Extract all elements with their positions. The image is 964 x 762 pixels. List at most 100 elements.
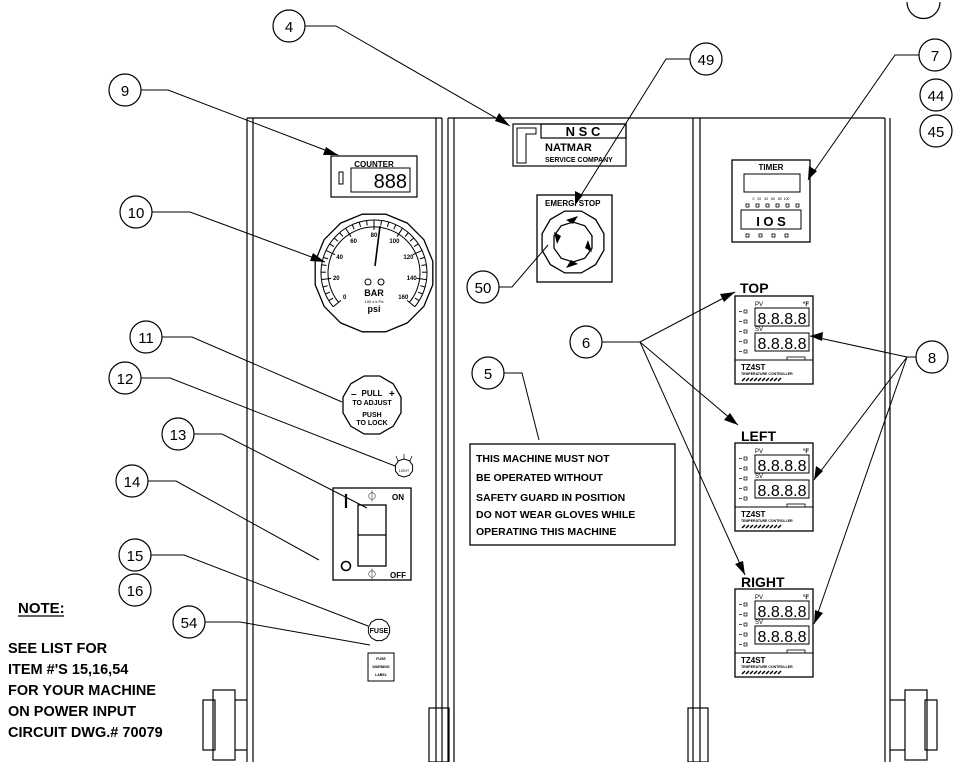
emergency-stop-label: EMERG. STOP <box>545 199 601 208</box>
logo-letters: N S C <box>566 124 601 139</box>
gauge-unit-psi: psi <box>367 304 380 314</box>
gauge-tick <box>366 220 368 226</box>
gauge-tick <box>404 232 409 237</box>
gauge-tick <box>386 221 390 228</box>
fuse-warning-label: FUSE WARNING LABEL <box>367 652 395 682</box>
gauge-tick <box>406 300 416 308</box>
fuse-holder: FUSE <box>367 618 391 642</box>
callout-54: 54 <box>172 605 206 639</box>
gauge-tick <box>419 256 425 260</box>
warning-line-2: BE OPERATED WITHOUT <box>476 472 604 484</box>
gauge-tick-label: 100 <box>389 239 400 245</box>
gauge-tick <box>323 256 329 260</box>
callout-7: 7 <box>918 38 952 72</box>
timer-title: TIMER <box>759 163 784 172</box>
gauge-tick-label: 40 <box>336 255 343 261</box>
timer-display: I O S <box>756 214 786 229</box>
callout-15-text: 15 <box>127 548 144 565</box>
controller-caption: TEMPERATURE CONTROLLER <box>741 372 793 376</box>
controller-sv-label: SV <box>755 327 763 333</box>
controller-sv-display: 8.8.8.8 <box>758 629 807 646</box>
callout-54-text: 54 <box>181 615 198 632</box>
controller-caption: TEMPERATURE CONTROLLER <box>741 519 793 523</box>
fuse-warning-l3: LABEL <box>375 673 388 677</box>
controller-left-label: LEFT <box>741 428 776 444</box>
warning-sign: THIS MACHINE MUST NOT BE OPERATED WITHOU… <box>469 443 676 546</box>
gauge-needle <box>374 225 381 267</box>
note-line-3: FOR YOUR MACHINE <box>8 683 156 699</box>
gauge-tick <box>325 249 336 256</box>
gauge-tick <box>322 285 328 288</box>
gauge-tick-label: 60 <box>350 239 357 245</box>
controller-unit: °F <box>803 302 809 308</box>
note-line-1: SEE LIST FOR <box>8 641 108 657</box>
note-heading: NOTE: <box>18 600 65 617</box>
counter-title: COUNTER <box>354 160 394 169</box>
regulator-knob[interactable]: – PULL + TO ADJUST PUSH TO LOCK <box>342 375 402 435</box>
controller-unit: °F <box>803 449 809 455</box>
callout-partial-top-right <box>906 1 941 20</box>
callout-45-text: 45 <box>928 124 945 141</box>
gauge-tick <box>393 224 397 230</box>
controller-model: TZ4ST <box>741 656 766 665</box>
controller-top-label: TOP <box>740 280 769 296</box>
rocker-switch[interactable]: ⏀ ON ⏀ OFF <box>332 487 412 581</box>
counter-value: 888 <box>374 171 407 193</box>
note-line-4: ON POWER INPUT <box>8 704 136 720</box>
callout-7-text: 7 <box>931 48 939 65</box>
controller-sv-display: 8.8.8.8 <box>758 336 807 353</box>
callout-13-text: 13 <box>170 427 187 444</box>
logo-subtitle: SERVICE COMPANY <box>545 157 613 164</box>
callout-5-text: 5 <box>484 366 492 383</box>
callout-6: 6 <box>569 325 603 359</box>
callout-16-text: 16 <box>127 583 144 600</box>
emergency-stop-button[interactable]: EMERG. STOP <box>536 194 613 283</box>
gauge-tick-label: 0 <box>343 295 347 301</box>
gauge-tick <box>413 243 419 248</box>
callout-11: 11 <box>129 320 163 354</box>
gauge-tick-label: 140 <box>407 276 418 282</box>
callout-9-text: 9 <box>121 83 129 100</box>
gauge-tick <box>329 243 335 248</box>
callout-9: 9 <box>108 73 142 107</box>
callout-50: 50 <box>466 270 500 304</box>
gauge-tick <box>396 228 403 237</box>
warning-line-1: THIS MACHINE MUST NOT <box>476 453 610 465</box>
note-line-5: CIRCUIT DWG.# 70079 <box>8 725 163 741</box>
controller-sv-label: SV <box>755 474 763 480</box>
gauge-unit-bar: BAR <box>364 288 384 298</box>
note-line-2: ITEM #'S 15,16,54 <box>8 662 128 678</box>
gauge-tick <box>412 249 423 256</box>
gauge-tick <box>325 291 331 295</box>
gauge-tick <box>332 300 342 308</box>
controller-pv-label: PV <box>755 595 763 601</box>
gauge-outline <box>314 213 434 333</box>
callout-6-text: 6 <box>582 335 590 352</box>
callout-49: 49 <box>689 42 723 76</box>
gauge-tick <box>420 285 426 288</box>
callouts: 4 49 7 44 45 9 10 50 <box>108 1 953 639</box>
gauge-tick <box>333 237 339 242</box>
regulator-to-lock: TO LOCK <box>356 420 387 427</box>
callout-14-text: 14 <box>124 474 141 491</box>
gauge-tick <box>345 228 352 237</box>
gauge-tick-label: 120 <box>403 255 414 261</box>
nsc-logo: N S C NATMAR SERVICE COMPANY <box>512 123 627 167</box>
callout-10-text: 10 <box>128 205 145 222</box>
controller-pv-display: 8.8.8.8 <box>758 458 807 475</box>
regulator-push: PUSH <box>362 412 381 419</box>
note: NOTE: SEE LIST FOR ITEM #'S 15,16,54 FOR… <box>8 600 163 741</box>
gauge-tick <box>380 220 382 226</box>
callout-4-text: 4 <box>285 19 293 36</box>
gauge-tick <box>358 221 362 228</box>
controller-pv-display: 8.8.8.8 <box>758 604 807 621</box>
switch-on-label: ON <box>392 493 404 502</box>
gauge-tick <box>417 291 423 295</box>
gauge-tick <box>339 232 344 237</box>
controller-sv-label: SV <box>755 620 763 626</box>
gauge-tick <box>416 277 427 281</box>
